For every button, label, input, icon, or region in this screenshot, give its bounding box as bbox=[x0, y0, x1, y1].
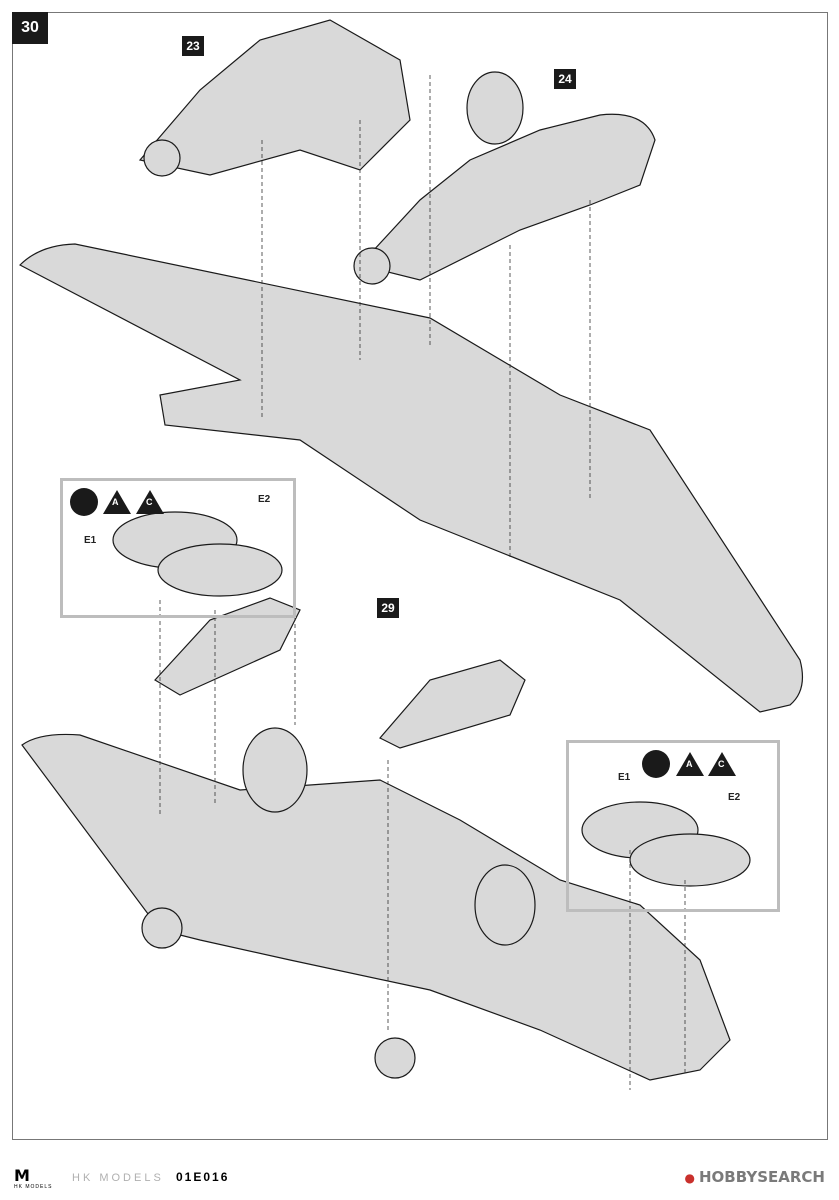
detail-box-top bbox=[60, 478, 296, 618]
page-frame bbox=[12, 12, 828, 1140]
brand-logo: M bbox=[14, 1166, 30, 1185]
engine-24 bbox=[358, 113, 656, 281]
watermark-brand: HOBBY bbox=[699, 1168, 758, 1186]
brand-sub: HK MODELS bbox=[14, 1184, 53, 1190]
product-code: 01E016 bbox=[176, 1170, 230, 1184]
wheel-lower-left bbox=[242, 727, 308, 813]
wheel-24 bbox=[466, 71, 524, 145]
cowling-panel-29a bbox=[154, 597, 301, 696]
watermark: ● HOBBYSEARCH bbox=[685, 1168, 825, 1186]
symbol-a-bottom: A bbox=[686, 759, 693, 769]
cowling-panel-29b bbox=[379, 659, 526, 749]
footer: M HK MODELS HK MODELS 01E016 ● HOBBYSEARC… bbox=[14, 1166, 825, 1194]
detail-box-bottom bbox=[566, 740, 780, 912]
brand-text: HK MODELS bbox=[72, 1172, 164, 1184]
symbol-c-bottom: C bbox=[718, 759, 725, 769]
part-label-e2-top: E2 bbox=[258, 494, 271, 505]
part-label-e1-top: E1 bbox=[84, 535, 97, 546]
callout-23: 23 bbox=[182, 36, 204, 56]
propeller-hub-lower-right bbox=[374, 1037, 416, 1079]
part-label-e2-bottom: E2 bbox=[728, 792, 741, 803]
callout-24: 24 bbox=[554, 69, 576, 89]
lower-wing bbox=[21, 733, 731, 1081]
propeller-hub-23 bbox=[143, 139, 181, 177]
callout-29: 29 bbox=[377, 598, 399, 618]
watermark-mark-icon: ● bbox=[684, 1171, 695, 1185]
wheel-lower-right bbox=[474, 864, 536, 946]
part-e2-top bbox=[157, 543, 283, 597]
watermark-suffix: SEARCH bbox=[757, 1168, 825, 1186]
upper-wing bbox=[18, 243, 803, 713]
part-label-e1-bottom: E1 bbox=[618, 772, 631, 783]
symbol-a-top: A bbox=[112, 497, 119, 507]
step-number: 30 bbox=[12, 12, 48, 44]
symbol-c-top: C bbox=[146, 497, 153, 507]
propeller-hub-24 bbox=[353, 247, 391, 285]
engine-23 bbox=[138, 19, 411, 176]
propeller-hub-lower-left bbox=[141, 907, 183, 949]
